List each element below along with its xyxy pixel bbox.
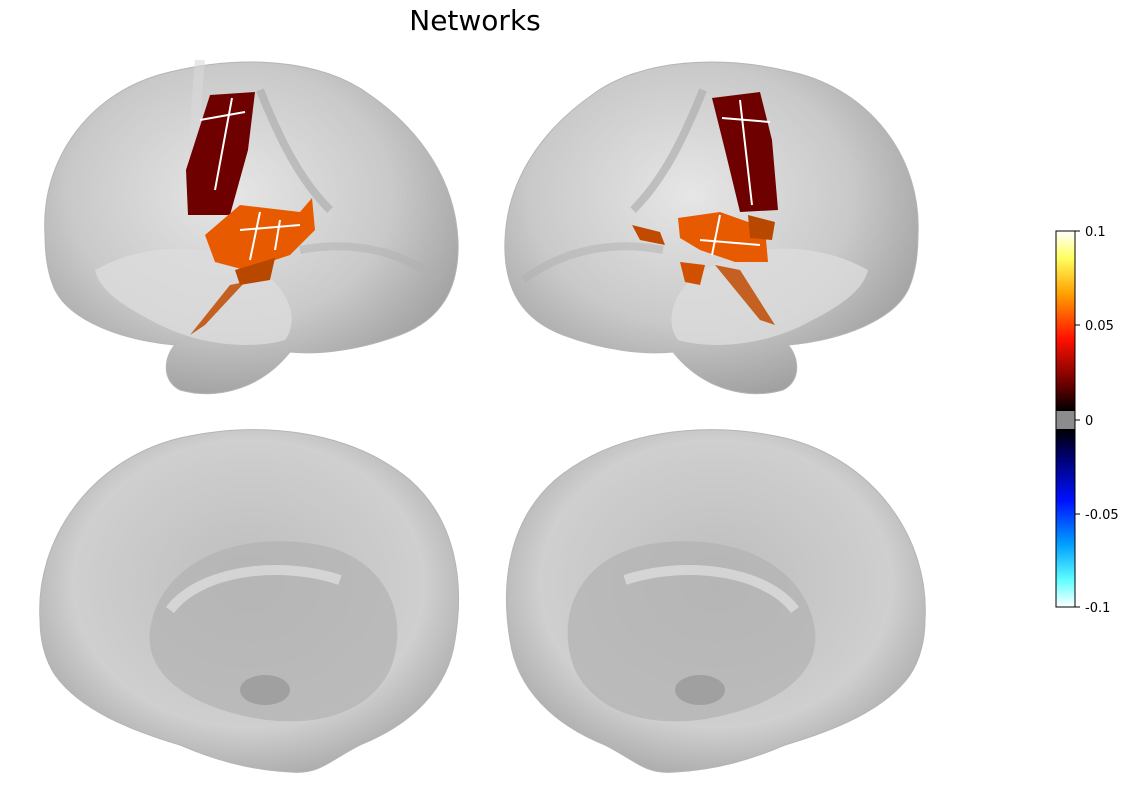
brain-right-medial [505,429,926,773]
parcel-brown-orange [235,258,275,285]
colorbar-zero [1056,411,1075,429]
parcel-dark-red [186,92,255,215]
colorbar-tick-label: 0.05 [1085,319,1114,334]
colorbar: 0.1 0.05 0 -0.05 -0.1 [1055,225,1119,616]
colorbar-positive [1056,231,1075,411]
parcel-orange-right [678,212,768,262]
colorbar-tick-label: 0 [1085,414,1093,429]
colorbar-tick-label: -0.05 [1085,508,1119,523]
figure-title: Networks [409,4,541,37]
colorbar-tick-label: 0.1 [1085,225,1106,240]
brain-left-medial [39,429,460,773]
brain-right-lateral [504,61,919,395]
parcel-orange [205,198,315,270]
brain-left-lateral [44,59,459,395]
colorbar-tick-label: -0.1 [1085,601,1110,616]
colorbar-negative [1056,429,1075,607]
